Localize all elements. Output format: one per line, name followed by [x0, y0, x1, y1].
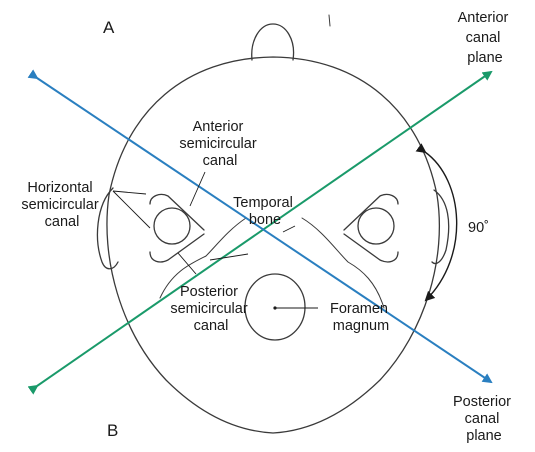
- anterior-semicircular-canal-label: Anterior semicircular canal: [179, 119, 260, 169]
- left-horizontal-canal: [154, 208, 190, 244]
- view-b-label: B: [107, 421, 118, 440]
- horizontal-semicircular-canal-label: Horizontal semicircular canal: [21, 180, 102, 230]
- tick-mark: [329, 15, 330, 26]
- view-a-label: A: [103, 18, 115, 37]
- anterior-canal-plane-label: Anterior canal plane: [458, 10, 513, 66]
- head-outline: [107, 57, 439, 433]
- posterior-semicircular-canal-label: Posterior semicircular canal: [170, 284, 251, 334]
- temporal-bone-leader-2: [283, 226, 295, 232]
- foramen-magnum-label: Foramen magnum: [330, 301, 392, 334]
- posterior-canal-plane-label: Posterior canal plane: [453, 394, 515, 444]
- horizontal-canal-leader-2: [113, 191, 146, 194]
- right-ear-outline: [432, 190, 449, 264]
- angle-label: 90˚: [468, 220, 489, 236]
- angle-arc: [425, 152, 457, 300]
- posterior-canal-plane-line: [37, 78, 491, 382]
- temporal-bone-leader: [210, 254, 248, 260]
- right-horizontal-canal: [358, 208, 394, 244]
- left-anterior-canal: [150, 194, 204, 230]
- temporal-bone-label: Temporal bone: [233, 195, 297, 228]
- right-anterior-canal: [344, 194, 398, 230]
- nose-outline: [252, 24, 294, 60]
- horizontal-canal-leader: [113, 191, 150, 228]
